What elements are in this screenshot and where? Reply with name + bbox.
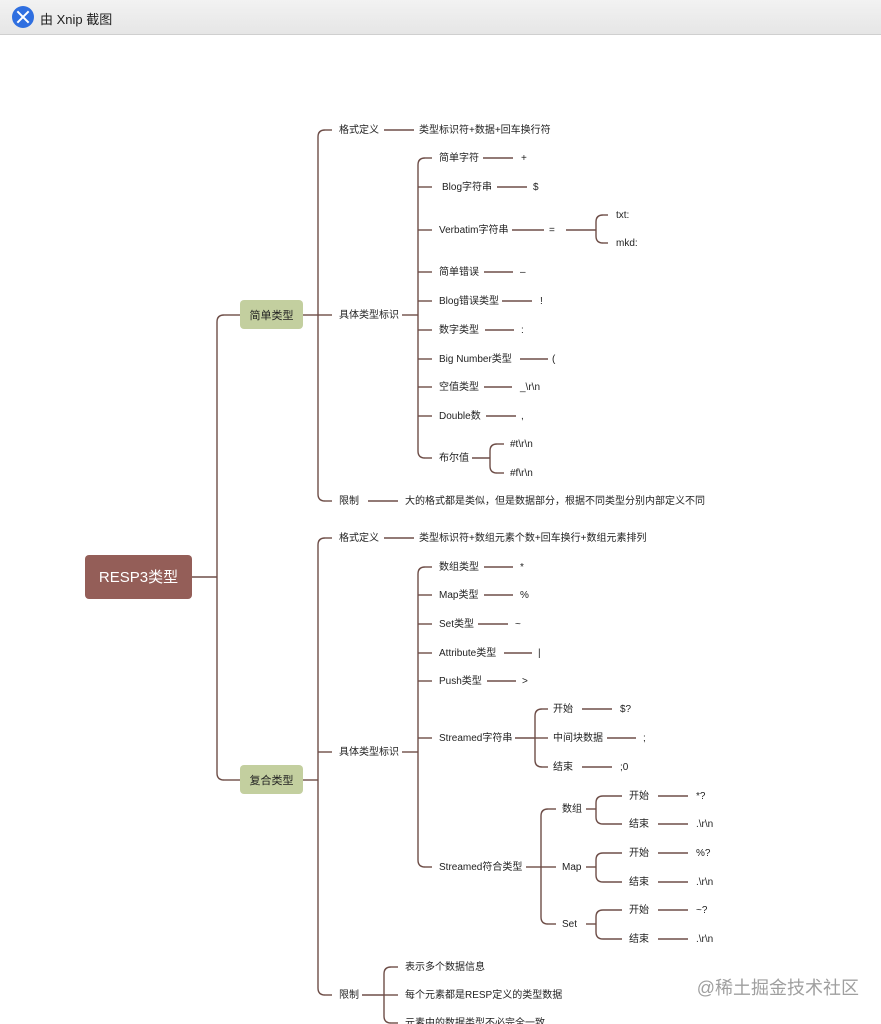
group-start-label: 开始 <box>629 846 649 859</box>
connector-line <box>595 214 604 244</box>
complex-limit-label: 限制 <box>339 988 359 1001</box>
type-name: Double数 <box>439 409 481 422</box>
connector-line <box>417 157 426 459</box>
simple-node: 简单类型 <box>250 308 294 322</box>
boolean-child: #t\r\n <box>510 439 533 450</box>
type-symbol: % <box>520 590 529 601</box>
type-symbol: ! <box>540 296 543 307</box>
type-symbol: * <box>520 562 524 573</box>
type-name: Set类型 <box>439 617 474 630</box>
group-end-symbol: .\r\n <box>696 819 713 830</box>
simple-types-label: 具体类型标识 <box>339 308 399 321</box>
connector-line <box>417 566 426 868</box>
connector-line <box>595 909 604 940</box>
simple-format-value: 类型标识符+数据+回车换行符 <box>419 123 551 136</box>
group-start-symbol: *? <box>696 791 706 802</box>
type-symbol: ( <box>552 354 556 365</box>
type-name: Verbatim字符串 <box>439 223 508 236</box>
type-symbol: – <box>520 267 526 278</box>
group-start-symbol: ~? <box>696 905 708 916</box>
type-name: 布尔值 <box>439 451 469 464</box>
connector-line <box>216 314 225 781</box>
stream-part-name: 中间块数据 <box>553 731 603 744</box>
complex-format-value: 类型标识符+数组元素个数+回车换行+数组元素排列 <box>419 531 647 544</box>
simple-format-label: 格式定义 <box>339 123 379 136</box>
complex-format-label: 格式定义 <box>339 531 379 544</box>
stream-part-name: 结束 <box>553 760 573 773</box>
mind-map-canvas: RESP3类型 简单类型 复合类型 格式定义 类型标识符+数据+回车换行符 具体… <box>0 34 881 1024</box>
type-name: Big Number类型 <box>439 352 512 365</box>
type-symbol: _\r\n <box>519 382 540 393</box>
group-start-symbol: %? <box>696 848 711 859</box>
streamed-composite-node: Streamed符合类型 <box>439 860 522 873</box>
mind-map: RESP3类型 简单类型 复合类型 格式定义 类型标识符+数据+回车换行符 具体… <box>85 123 713 1024</box>
type-name: Push类型 <box>439 674 482 687</box>
limit-item: 元素中的数据类型不必完全一致 <box>405 1016 545 1024</box>
complex-types-label: 具体类型标识 <box>339 745 399 758</box>
simple-limit-label: 限制 <box>339 494 359 507</box>
stream-part-symbol: ;0 <box>620 762 629 773</box>
simple-node-box <box>240 300 303 329</box>
composite-group: Set <box>562 919 577 930</box>
type-name: 数组类型 <box>439 560 479 573</box>
group-end-symbol: .\r\n <box>696 877 713 888</box>
streamed-string-node: Streamed字符串 <box>439 731 512 744</box>
type-symbol: : <box>521 325 524 336</box>
type-symbol: $ <box>533 182 539 193</box>
complex-node: 复合类型 <box>250 773 294 787</box>
stream-part-symbol: ; <box>643 733 646 744</box>
simple-limit-value: 大的格式都是类似，但是数据部分，根据不同类型分别内部定义不同 <box>405 494 705 507</box>
type-name: Blog字符串 <box>442 180 492 193</box>
type-symbol: , <box>521 411 524 422</box>
type-name: Attribute类型 <box>439 646 496 659</box>
limit-item: 表示多个数据信息 <box>405 960 485 973</box>
verbatim-child: txt: <box>616 210 629 221</box>
connector-line <box>595 795 604 825</box>
group-end-label: 结束 <box>629 875 649 888</box>
group-end-symbol: .\r\n <box>696 934 713 945</box>
composite-group: 数组 <box>562 802 582 815</box>
connector-line <box>595 852 604 883</box>
type-symbol: > <box>522 676 528 687</box>
watermark: @稀土掘金技术社区 <box>696 978 859 998</box>
window-title: 由 Xnip 截图 <box>40 12 113 27</box>
type-symbol: = <box>549 225 555 236</box>
stream-part-name: 开始 <box>553 702 573 715</box>
connector-lines <box>192 129 688 1024</box>
type-name: Blog错误类型 <box>439 294 499 307</box>
connector-line <box>489 443 498 474</box>
type-name: 简单错误 <box>439 265 479 278</box>
connector-line <box>317 537 326 996</box>
root-node: RESP3类型 <box>99 569 178 586</box>
type-symbol: ~ <box>515 619 521 630</box>
complex-node-box <box>240 765 303 794</box>
type-symbol: + <box>521 153 527 164</box>
stream-part-symbol: $? <box>620 704 632 715</box>
title-bar: 由 Xnip 截图 <box>0 0 881 35</box>
xnip-app-icon <box>12 6 34 28</box>
type-name: Map类型 <box>439 588 478 601</box>
group-start-label: 开始 <box>629 903 649 916</box>
verbatim-child: mkd: <box>616 238 638 249</box>
root-node-box <box>85 555 192 599</box>
composite-group: Map <box>562 862 582 873</box>
group-end-label: 结束 <box>629 932 649 945</box>
type-name: 空值类型 <box>439 380 479 393</box>
type-name: 数字类型 <box>439 323 479 336</box>
type-name: 简单字符 <box>439 151 479 164</box>
group-start-label: 开始 <box>629 789 649 802</box>
type-symbol: | <box>538 648 541 659</box>
limit-item: 每个元素都是RESP定义的类型数据 <box>405 988 562 1001</box>
boolean-child: #f\r\n <box>510 468 533 479</box>
group-end-label: 结束 <box>629 817 649 830</box>
